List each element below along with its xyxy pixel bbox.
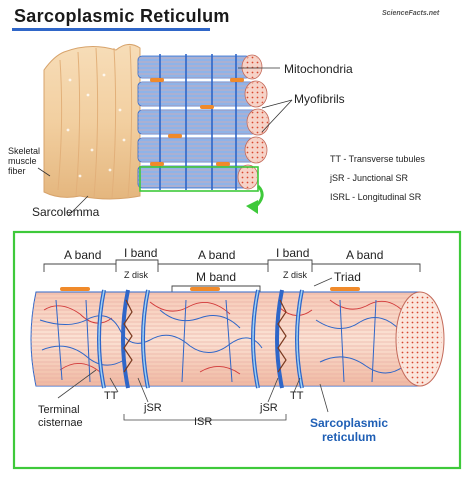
legend: TT - Transverse tubules jSR - Junctional… xyxy=(330,150,425,207)
label-z-disk-2: Z disk xyxy=(283,270,308,280)
label-jsr-2: jSR xyxy=(260,402,278,414)
label-jsr-1: jSR xyxy=(144,402,162,414)
label-i-band-2: I band xyxy=(276,246,310,260)
page-title: Sarcoplasmic Reticulum xyxy=(14,6,230,26)
label-tt-2: TT xyxy=(290,390,304,402)
label-a-band-3: A band xyxy=(346,248,384,262)
label-myofibrils: Myofibrils xyxy=(294,92,345,106)
brand-logo-text: ScienceFacts.net xyxy=(382,10,440,17)
title-underline xyxy=(12,28,210,31)
label-z-disk-1: Z disk xyxy=(124,270,149,280)
legend-item-jsr: jSR - Junctional SR xyxy=(330,173,409,183)
label-triad: Triad xyxy=(334,270,361,284)
label-isr: ISR xyxy=(194,416,213,428)
legend-item-tt: TT - Transverse tubules xyxy=(330,154,425,164)
muscle-fiber-block xyxy=(43,44,270,200)
label-m-band: M band xyxy=(196,270,237,284)
label-tt-1: TT xyxy=(104,390,118,402)
band-brackets xyxy=(43,259,421,292)
label-terminal-cisternae: Terminal cisternae xyxy=(38,404,83,429)
label-mitochondria: Mitochondria xyxy=(284,62,353,76)
legend-item-isrl: ISRL - Longitudinal SR xyxy=(330,192,422,202)
label-skeletal-muscle-fiber: Skeletal muscle fiber xyxy=(8,146,41,176)
myofibril-cylinder xyxy=(30,287,445,389)
label-sarcoplasmic-reticulum: Sarcoplasmic reticulum xyxy=(310,416,389,444)
label-a-band-2: A band xyxy=(198,248,236,262)
myofibril-rows xyxy=(137,54,270,190)
highlight-box xyxy=(139,166,259,192)
label-a-band-1: A band xyxy=(64,248,102,262)
label-i-band-1: I band xyxy=(124,246,158,260)
label-sarcolemma: Sarcolemma xyxy=(32,205,100,219)
